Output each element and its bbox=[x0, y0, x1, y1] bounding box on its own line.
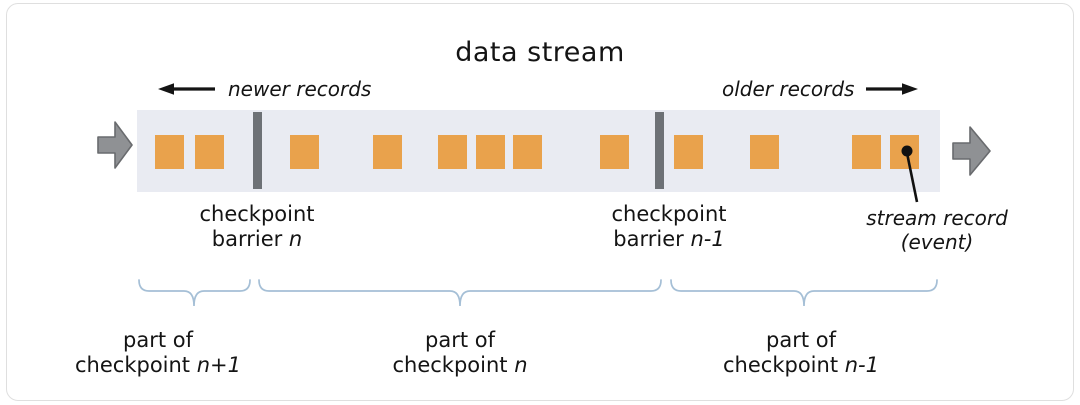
caption-line: barrier bbox=[211, 226, 289, 251]
stream-record bbox=[674, 135, 703, 169]
caption-line: part of bbox=[123, 328, 193, 352]
diagram-title: data stream bbox=[455, 37, 625, 68]
stream-record bbox=[195, 135, 224, 169]
stream-record bbox=[373, 135, 402, 169]
older-records-label: older records bbox=[722, 77, 855, 101]
left-arrow-icon bbox=[158, 83, 215, 95]
caption-line: checkpoint bbox=[75, 352, 197, 377]
stream-record bbox=[438, 135, 467, 169]
stream-record bbox=[852, 135, 881, 169]
checkpoint-barrier bbox=[253, 112, 262, 189]
checkpoint-barrier bbox=[655, 112, 664, 189]
caption-line: part of bbox=[425, 328, 495, 352]
stream-record bbox=[155, 135, 184, 169]
caption-line: part of bbox=[766, 328, 836, 352]
caption-math: n-1 bbox=[844, 352, 879, 377]
caption-line: checkpoint bbox=[392, 352, 515, 377]
caption-line: stream record bbox=[866, 206, 1008, 230]
caption-math: n-1 bbox=[690, 226, 725, 251]
newer-records-label: newer records bbox=[228, 77, 372, 101]
segment-caption-checkpoint-n: part of checkpoint n bbox=[392, 328, 527, 378]
stream-record bbox=[600, 135, 629, 169]
caption-line: barrier bbox=[613, 226, 691, 251]
caption-line: checkpoint bbox=[723, 352, 845, 377]
caption-math: n+1 bbox=[196, 352, 241, 377]
caption-line: (event) bbox=[900, 229, 974, 254]
stream-record-caption: stream record (event) bbox=[866, 206, 1008, 254]
stream-record bbox=[476, 135, 505, 169]
stream-record bbox=[290, 135, 319, 169]
segment-caption-checkpoint-n-minus-1: part of checkpoint n-1 bbox=[723, 328, 879, 378]
stream-record bbox=[513, 135, 542, 169]
checkpoint-barrier-n-minus-1-caption: checkpoint barrier n-1 bbox=[611, 202, 726, 252]
right-arrow-icon bbox=[866, 83, 919, 95]
segment-caption-checkpoint-n-plus-1: part of checkpoint n+1 bbox=[75, 328, 241, 378]
checkpoint-barrier-n-caption: checkpoint barrier n bbox=[199, 202, 314, 252]
caption-line: checkpoint bbox=[611, 202, 727, 226]
stream-record bbox=[750, 135, 779, 169]
caption-line: checkpoint bbox=[199, 202, 315, 226]
stream-record bbox=[890, 135, 919, 169]
newer-records-label-group: newer records bbox=[158, 77, 371, 101]
older-records-label-group: older records bbox=[722, 77, 919, 101]
caption-math: n bbox=[288, 226, 303, 251]
caption-math: n bbox=[514, 352, 528, 377]
